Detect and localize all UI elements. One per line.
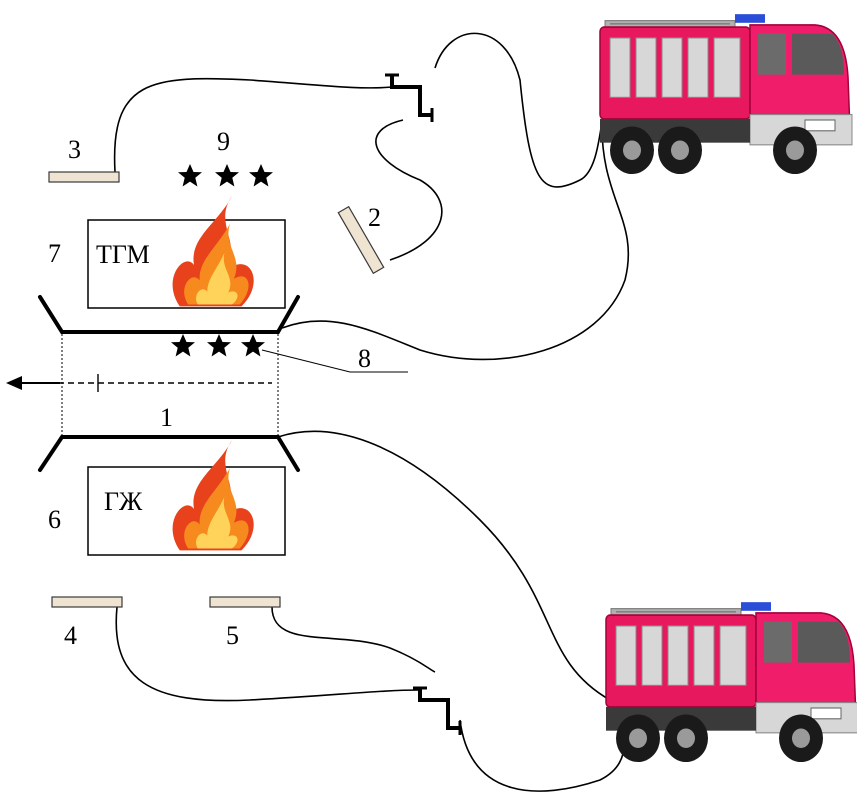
hose-truck-bottom-to-channel <box>277 430 611 701</box>
star-icon <box>215 164 239 187</box>
hose-nozzle-5 <box>271 606 436 673</box>
hose-truck-top-to-channel <box>281 119 630 361</box>
star-icon <box>171 334 195 357</box>
fire-truck-icon <box>599 13 853 175</box>
branch-splitter-icon <box>383 73 434 124</box>
label-7: 7 <box>48 239 61 268</box>
label-5: 5 <box>226 621 239 650</box>
direction-arrow-icon <box>6 376 60 390</box>
hose-nozzle-3 <box>113 77 393 173</box>
branch-splitter-icon <box>411 686 462 737</box>
fire-truck-icon <box>605 601 857 763</box>
star-icon <box>178 164 202 187</box>
label-1: 1 <box>160 403 173 432</box>
box-lower-label: ГЖ <box>104 487 143 516</box>
hose-truck-top-to-splitter <box>434 32 606 188</box>
label-8: 8 <box>358 344 371 373</box>
label-2: 2 <box>368 203 381 232</box>
stars-group-9 <box>178 164 273 187</box>
nozzle-2 <box>337 205 385 275</box>
label-4: 4 <box>64 621 77 650</box>
star-icon <box>241 334 265 357</box>
nozzle-4 <box>51 596 123 608</box>
nozzle-5 <box>209 596 281 608</box>
hose-nozzle-2 <box>375 119 443 261</box>
star-icon <box>207 334 231 357</box>
hose-nozzle-4 <box>115 606 421 702</box>
stars-group-8 <box>171 334 265 357</box>
channel-structure <box>6 295 300 472</box>
label-9: 9 <box>217 127 230 156</box>
leader-line-8 <box>261 349 408 373</box>
box-upper-label: ТГМ <box>96 240 150 269</box>
label-6: 6 <box>48 505 61 534</box>
hose-truck-bottom-to-splitter <box>459 701 625 792</box>
star-icon <box>249 164 273 187</box>
label-3: 3 <box>68 135 81 164</box>
nozzle-3 <box>48 171 120 183</box>
